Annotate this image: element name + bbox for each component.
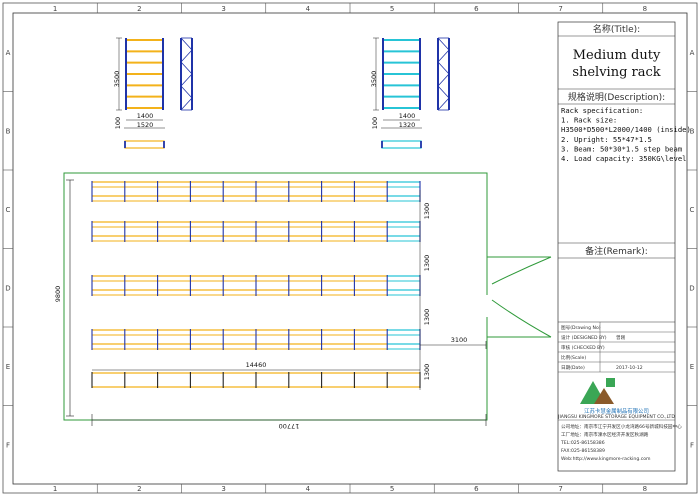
column-label-top: 6 bbox=[474, 5, 479, 13]
contact-line: Web:http://www.kingmore-racking.com bbox=[561, 456, 651, 462]
side-brace bbox=[437, 73, 450, 87]
company-contact: 公司地址：南京市江宁开发区小龙湾路66号新城科技园中心工厂地址：南京市溧水区经济… bbox=[560, 423, 682, 462]
warehouse-wall bbox=[63, 172, 552, 421]
info-label: 日期(Date) bbox=[561, 365, 585, 371]
title-header: 名称(Title): bbox=[593, 23, 640, 35]
info-value: 曾刚 bbox=[616, 334, 626, 341]
side-brace bbox=[180, 49, 193, 63]
side-brace bbox=[437, 37, 450, 51]
company-logo: 江苏卡慧金属制品有限公司 JIANGSU KINGMORE STORAGE EQ… bbox=[557, 378, 675, 420]
title-line-1: Medium duty bbox=[573, 48, 661, 63]
row-label-right: F bbox=[690, 441, 694, 449]
elevation-view-left bbox=[116, 37, 193, 149]
row-label-left: B bbox=[6, 127, 11, 135]
row-label-left: D bbox=[5, 284, 10, 292]
row-label-right: D bbox=[689, 284, 694, 292]
contact-line: 公司地址：南京市江宁开发区小龙湾路66号新城科技园中心 bbox=[561, 423, 682, 430]
column-label-top: 5 bbox=[390, 5, 394, 13]
contact-line: 工厂地址：南京市溧水区经济开发区秋湖路 bbox=[561, 431, 649, 438]
side-brace bbox=[180, 37, 193, 51]
row-label-right: B bbox=[690, 127, 695, 135]
title-line-2: shelving rack bbox=[572, 65, 660, 80]
plan-height-label: 9800 bbox=[54, 286, 62, 303]
company-name-en: JIANGSU KINGMORE STORAGE EQUIPMENT CO.,L… bbox=[557, 414, 675, 420]
side-aisle-label: 3100 bbox=[451, 336, 468, 344]
side-brace bbox=[180, 61, 193, 75]
contact-line: FAX:025-86158389 bbox=[561, 448, 605, 454]
aisle-label-1: 1300 bbox=[423, 203, 431, 220]
side-brace bbox=[437, 97, 450, 111]
column-label-bottom: 1 bbox=[53, 485, 57, 493]
plan-dimensions bbox=[66, 179, 487, 426]
spec-list: Rack specification:1. Rack size: H3500*D… bbox=[561, 106, 691, 163]
top-view-beam bbox=[124, 140, 165, 149]
info-label: 图号(Drawing No) bbox=[561, 325, 601, 331]
column-label-bottom: 7 bbox=[558, 485, 562, 493]
elev-left-height-label: 3500 bbox=[113, 71, 121, 88]
info-label: 设计 (DESIGNED BY) bbox=[561, 334, 607, 341]
row-label-right: C bbox=[690, 206, 695, 214]
row-label-left: A bbox=[6, 49, 11, 57]
side-brace bbox=[437, 61, 450, 75]
row-label-right: E bbox=[690, 363, 694, 371]
spec-line: Rack specification: bbox=[561, 106, 643, 115]
info-label: 比例(Scale) bbox=[561, 354, 586, 361]
side-brace bbox=[180, 73, 193, 87]
contact-line: TEL:025-86158386 bbox=[560, 440, 605, 446]
company-name: 江苏卡慧金属制品有限公司 bbox=[584, 407, 649, 415]
column-label-bottom: 4 bbox=[306, 485, 311, 493]
side-brace bbox=[180, 85, 193, 99]
frame-grid-ticks bbox=[3, 3, 697, 493]
remark-header: 备注(Remark): bbox=[585, 245, 648, 257]
elev-right-width-bottom: 1320 bbox=[399, 121, 416, 129]
description-header: 规格说明(Description): bbox=[568, 91, 665, 103]
aisle-label-2: 1300 bbox=[423, 255, 431, 272]
column-label-top: 7 bbox=[558, 5, 562, 13]
row-label-left: E bbox=[6, 363, 10, 371]
row-label-right: A bbox=[690, 49, 695, 57]
info-label: 审核 (CHECKED BY) bbox=[561, 344, 605, 351]
rack-rows bbox=[91, 181, 421, 388]
info-value: 2017-10-12 bbox=[616, 365, 643, 371]
side-brace bbox=[437, 49, 450, 63]
side-brace bbox=[437, 85, 450, 99]
aisle-label-3: 1300 bbox=[423, 309, 431, 326]
column-label-bottom: 3 bbox=[221, 485, 225, 493]
column-label-top: 8 bbox=[643, 5, 647, 13]
column-label-top: 4 bbox=[306, 5, 311, 13]
column-label-top: 2 bbox=[137, 5, 141, 13]
aisle-label-4: 1300 bbox=[423, 364, 431, 381]
spec-line: 1. Rack size: bbox=[561, 116, 617, 125]
row-length-label: 14460 bbox=[246, 361, 267, 369]
title-block-border bbox=[557, 21, 676, 472]
column-label-bottom: 2 bbox=[137, 485, 141, 493]
elev-left-width-top: 1400 bbox=[137, 112, 154, 120]
spec-line: 4. Load capacity: 350KG\level bbox=[561, 154, 687, 163]
column-label-top: 3 bbox=[221, 5, 225, 13]
plan-width-label: 17700 bbox=[279, 422, 300, 430]
elevation-view-right bbox=[373, 37, 450, 149]
column-label-bottom: 6 bbox=[474, 485, 479, 493]
elev-right-side-label: 100 bbox=[371, 117, 379, 129]
column-label-top: 1 bbox=[53, 5, 57, 13]
column-label-bottom: 5 bbox=[390, 485, 394, 493]
elev-right-height-label: 3500 bbox=[370, 71, 378, 88]
top-view-beam bbox=[381, 140, 422, 149]
column-label-bottom: 8 bbox=[643, 485, 647, 493]
spec-line: H3500*D500*L2000/1400 (inside) bbox=[561, 125, 691, 134]
side-brace bbox=[180, 97, 193, 111]
title-block: 名称(Title): Medium duty shelving rack 规格说… bbox=[557, 21, 691, 472]
row-label-left: F bbox=[6, 441, 10, 449]
row-label-left: C bbox=[6, 206, 11, 214]
elev-right-width-top: 1400 bbox=[399, 112, 416, 120]
elev-left-width-bottom: 1520 bbox=[137, 121, 154, 129]
spec-line: 3. Beam: 50*30*1.5 step beam bbox=[561, 144, 682, 153]
elev-left-side-label: 100 bbox=[114, 117, 122, 129]
spec-line: 2. Upright: 55*47*1.5 bbox=[561, 135, 652, 144]
